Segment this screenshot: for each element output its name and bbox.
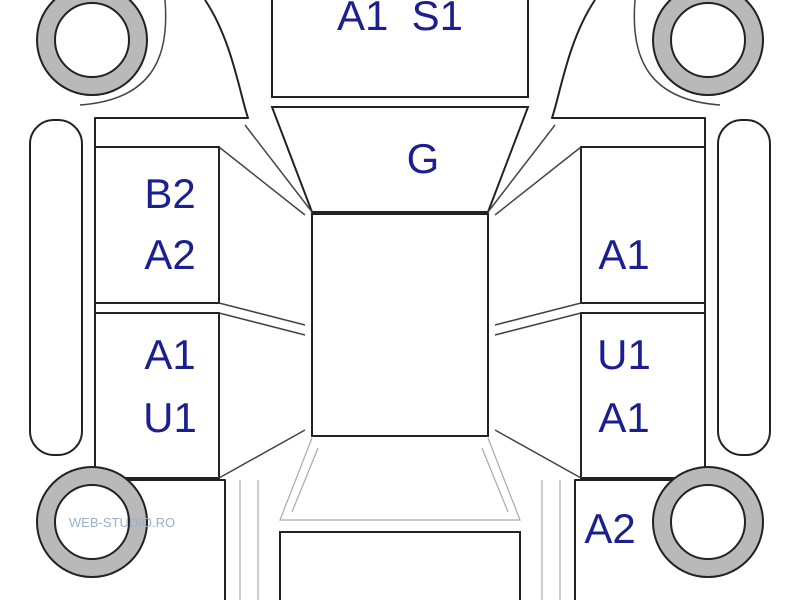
right-rear-code-1: U1 — [597, 331, 651, 378]
right-front-code: A1 — [598, 231, 649, 278]
left-rear-window-line — [218, 429, 306, 479]
left-front-code-1: B2 — [144, 170, 195, 217]
right-door-line-1 — [494, 302, 582, 326]
rear-quarter-ghost-right — [541, 480, 561, 600]
rear-quarter-ghost-left — [239, 480, 259, 600]
right-rear-window-line — [494, 429, 582, 479]
wheel-rear-right[interactable] — [652, 466, 764, 578]
left-side-sill[interactable] — [29, 119, 83, 456]
right-side-sill[interactable] — [717, 119, 771, 456]
left-rear-code-1: A1 — [144, 331, 195, 378]
left-door-line-2 — [218, 312, 306, 336]
bonnet-code: A1 S1 — [337, 0, 463, 39]
roof-panel[interactable] — [311, 213, 489, 437]
front-fender-curve-right — [633, 0, 721, 106]
rear-window-inner — [291, 447, 509, 513]
bonnet-panel[interactable] — [271, 0, 529, 98]
wheel-front-right[interactable] — [652, 0, 764, 96]
right-door-line-2 — [494, 312, 582, 336]
right-rear-door[interactable] — [580, 312, 706, 479]
body-outline-left — [94, 0, 249, 600]
wheel-front-left[interactable] — [36, 0, 148, 96]
left-front-code-2: A2 — [144, 231, 195, 278]
right-quarter-code: A2 — [584, 505, 635, 552]
left-door-line-1 — [218, 302, 306, 326]
rear-window — [279, 437, 521, 521]
left-front-window-line — [218, 146, 306, 216]
wheel-rear-left[interactable] — [36, 466, 148, 578]
left-rear-code-2: U1 — [143, 394, 197, 441]
body-outline-right — [551, 0, 706, 600]
windshield-code: G — [407, 135, 440, 182]
trunk-panel[interactable] — [279, 531, 521, 600]
left-rear-door[interactable] — [94, 312, 220, 479]
watermark: WEB-STUDIO.RO — [69, 515, 175, 530]
right-rear-code-2: A1 — [598, 394, 649, 441]
right-front-door[interactable] — [580, 146, 706, 304]
a-pillar-right — [487, 124, 556, 213]
left-front-door[interactable] — [94, 146, 220, 304]
front-fender-curve-left — [79, 0, 167, 106]
right-front-window-line — [494, 146, 582, 216]
windshield-panel[interactable] — [270, 106, 530, 213]
a-pillar-left — [244, 124, 313, 213]
